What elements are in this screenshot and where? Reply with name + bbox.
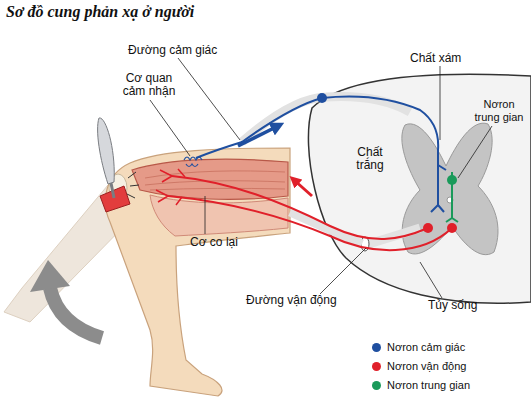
sensory-arrow: [238, 126, 278, 146]
legend-row: Nơron cảm giác: [372, 339, 465, 355]
motion-arrow-head: [30, 260, 70, 292]
legend-text: Nơron cảm giác: [387, 341, 465, 353]
ventral-root: [362, 228, 420, 246]
spinal-cord: [308, 74, 531, 303]
legend-text: Nơron trung gian: [387, 379, 470, 391]
hammer: [98, 118, 115, 184]
receptor: [184, 157, 202, 167]
motor-cell-body: [423, 223, 433, 233]
part-label: Cơ co lại: [190, 236, 270, 249]
legend-row: Nơron trung gian: [372, 377, 470, 393]
motor-arrow: [294, 180, 312, 196]
ghost-leg: [4, 185, 135, 322]
part-label: Cơ quan cảm nhận: [118, 72, 180, 98]
legend-swatch: [372, 362, 381, 371]
leg: [105, 148, 290, 396]
muscle: [132, 159, 288, 199]
part-label: Đường vận động: [246, 294, 356, 307]
sensory-cell-body: [317, 93, 327, 103]
motor-axon: [168, 196, 452, 250]
interneuron: [446, 172, 458, 222]
impact-mark: [127, 172, 139, 198]
legend-row: Nơron vận động: [372, 358, 466, 374]
part-label: Chất xám: [410, 52, 490, 65]
motion-arrow: [50, 288, 102, 338]
diagram-title: Sơ đồ cung phản xạ ở người: [6, 3, 194, 21]
part-label: Đường cảm giác: [128, 44, 238, 57]
motor-axon: [172, 176, 428, 239]
hammer-handle: [111, 183, 114, 198]
part-label: Nơron trung gian: [470, 98, 528, 124]
interneuron-cell-body: [447, 175, 457, 185]
legend-text: Nơron vận động: [387, 360, 466, 372]
sensory-ending: [431, 165, 446, 212]
part-label: Chất trắng: [350, 146, 390, 172]
motor-ending: [156, 169, 185, 205]
part-label: Tủy sống: [428, 299, 508, 312]
motor-cell-body: [447, 223, 457, 233]
hammer-head: [100, 186, 130, 212]
legend-swatch: [372, 343, 381, 352]
leader-line: [150, 58, 492, 298]
sensory-axon: [196, 97, 438, 206]
gray-matter: [402, 123, 498, 255]
muscle: [150, 195, 288, 236]
nerve-trunk: [290, 212, 362, 244]
legend-swatch: [372, 381, 381, 390]
dorsal-root: [242, 97, 410, 142]
